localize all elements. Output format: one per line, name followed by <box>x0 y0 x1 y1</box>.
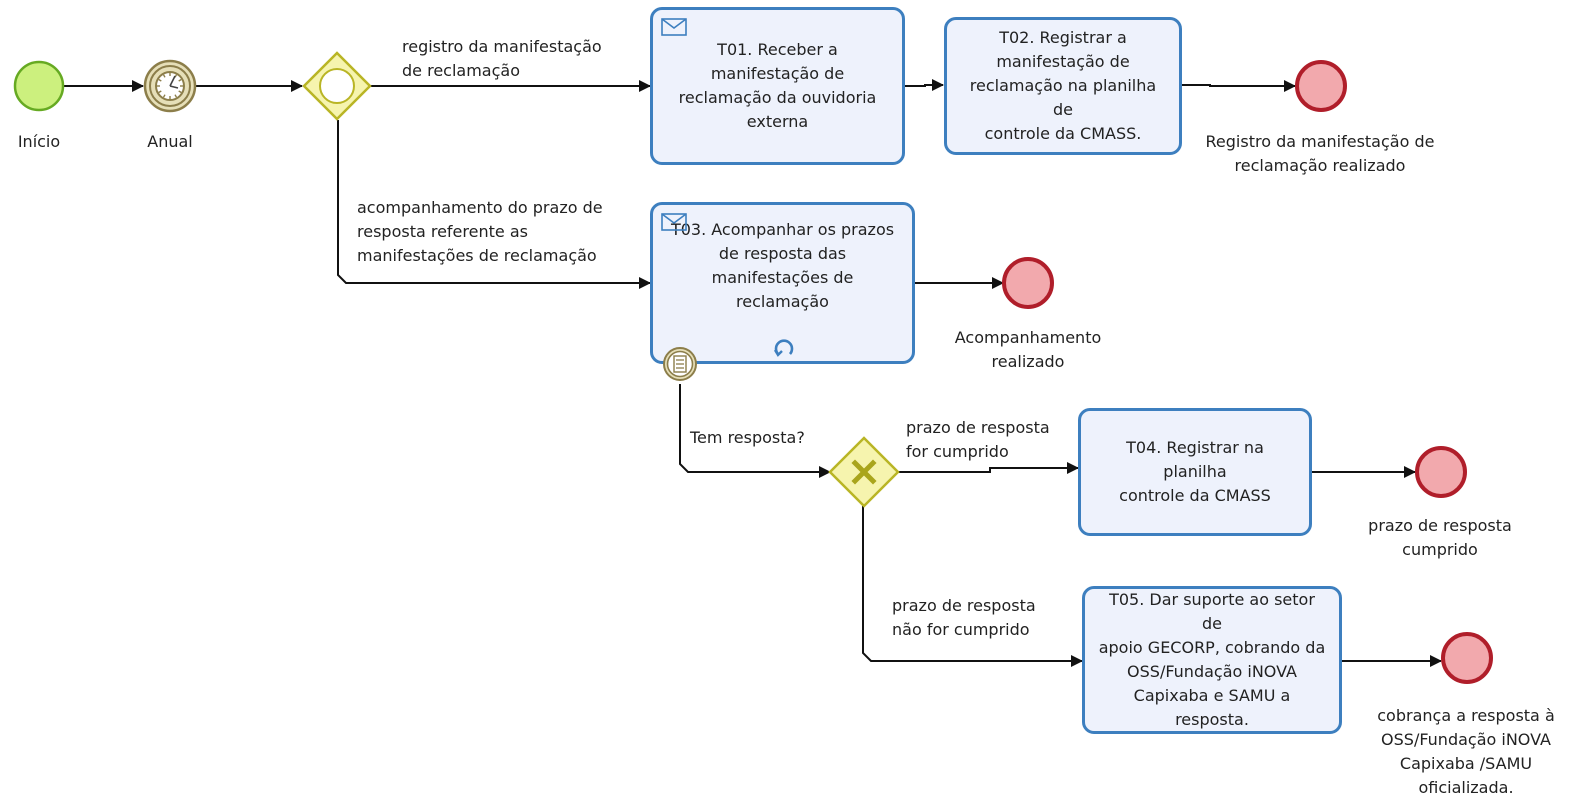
end-event-cobranca[interactable] <box>1441 632 1493 684</box>
task-label: T01. Receber a manifestação de reclamaçã… <box>678 40 877 131</box>
flow-label-tem-resposta: Tem resposta? <box>690 428 805 447</box>
start-event[interactable] <box>13 60 65 112</box>
flow-gateway-t03[interactable] <box>337 120 651 289</box>
envelope-icon <box>661 18 687 36</box>
timer-event[interactable] <box>143 59 197 113</box>
flow-label-registro: registro da manifestação de reclamação <box>402 37 602 80</box>
flow-t01-t02[interactable] <box>905 79 944 91</box>
task-t03[interactable]: T03. Acompanhar os prazos de resposta da… <box>650 202 915 364</box>
task-label: T03. Acompanhar os prazos de resposta da… <box>670 220 895 311</box>
envelope-icon <box>661 213 687 231</box>
flow-xor-t04[interactable] <box>897 462 1079 474</box>
task-label: T04. Registrar na planilha controle da C… <box>1119 438 1271 505</box>
end-event-prazo-cumprido[interactable] <box>1415 446 1467 498</box>
flow-boundary-xor[interactable] <box>679 384 831 478</box>
flow-xor-t05[interactable] <box>862 506 1083 667</box>
task-label: T02. Registrar a manifestação de reclama… <box>969 28 1157 143</box>
conditional-icon <box>673 355 687 373</box>
flow-t02-end[interactable] <box>1182 80 1296 92</box>
end-event-registro-label: Registro da manifestação de reclamação r… <box>1205 132 1435 175</box>
end-event-acompanhamento-label: Acompanhamento realizado <box>954 328 1102 371</box>
timer-event-label: Anual <box>147 132 193 151</box>
flow-label-nao-cumprido: prazo de resposta não for cumprido <box>892 596 1036 639</box>
task-label: T05. Dar suporte ao setor de apoio GECOR… <box>1098 590 1326 729</box>
task-t04[interactable]: T04. Registrar na planilha controle da C… <box>1078 408 1312 536</box>
boundary-conditional-event[interactable] <box>662 346 698 382</box>
circle-icon <box>319 68 355 104</box>
task-t05[interactable]: T05. Dar suporte ao setor de apoio GECOR… <box>1082 586 1342 734</box>
task-t02[interactable]: T02. Registrar a manifestação de reclama… <box>944 17 1182 155</box>
end-event-acompanhamento[interactable] <box>1002 257 1054 309</box>
end-event-registro[interactable] <box>1295 60 1347 112</box>
x-icon <box>851 459 877 485</box>
start-event-label: Início <box>17 132 61 151</box>
clock-icon <box>155 71 185 101</box>
flow-label-acompanhamento: acompanhamento do prazo de resposta refe… <box>357 198 603 265</box>
task-t01[interactable]: T01. Receber a manifestação de reclamaçã… <box>650 7 905 165</box>
sequence-flows <box>64 79 1442 667</box>
end-event-cobranca-label: cobrança a resposta à OSS/Fundação iNOVA… <box>1377 706 1555 797</box>
end-event-prazo-cumprido-label: prazo de resposta cumprido <box>1368 516 1512 559</box>
event-based-gateway[interactable] <box>302 51 372 121</box>
flow-label-cumprido: prazo de resposta for cumprido <box>906 418 1050 461</box>
exclusive-gateway[interactable] <box>828 436 900 508</box>
loop-icon <box>773 339 794 357</box>
